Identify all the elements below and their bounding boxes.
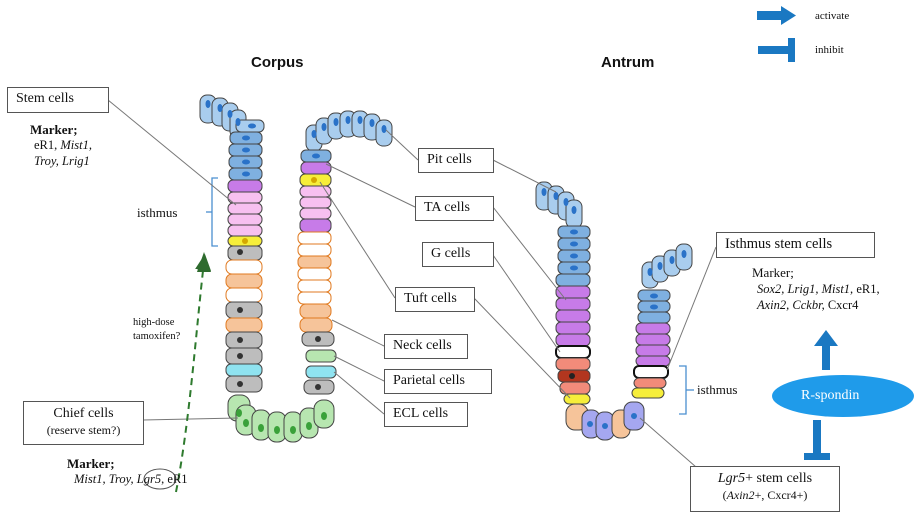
stem-marker-line1: eR1, Mist1, [34, 138, 92, 152]
lgr5-stem-cells-label: Lgr5+ stem cells (Axin2+, Cxcr4+) [690, 466, 840, 512]
chief-cells-title: Chief cells [53, 406, 114, 421]
lgr5-stem-title: Lgr5+ stem cells [717, 471, 813, 486]
lgr5-highlight-circle [143, 468, 177, 490]
pit-cells-label: Pit cells [418, 148, 494, 173]
chief-marker-title: Marker; [67, 456, 115, 471]
antrum-right-ta-cells [631, 322, 671, 399]
corpus-left-pit-cells [199, 94, 265, 181]
corpus-nuclei [205, 100, 387, 434]
lgr5-stem-subtitle: (Axin2+, Cxcr4+) [722, 488, 808, 502]
tamoxifen-label-1: high-dose [133, 317, 175, 328]
leader-lines [107, 99, 717, 475]
g-cells-label: G cells [422, 242, 494, 267]
corpus-title: Corpus [251, 54, 304, 71]
chief-marker-line: Mist1, Troy, Lgr5, eR1 [74, 472, 188, 486]
corpus-gland [199, 94, 393, 443]
corpus-left-body [225, 259, 263, 393]
activate-arrow-icon [757, 6, 796, 25]
stem-cells-label: Stem cells [7, 87, 109, 113]
stem-marker-line2: Troy, Lrig1 [34, 154, 90, 168]
legend-inhibit-label: inhibit [815, 44, 844, 56]
antrum-isthmus-bracket [679, 365, 687, 415]
antrum-title: Antrum [601, 54, 655, 71]
neck-cells-label: Neck cells [384, 334, 468, 359]
isthmus-stem-cells-label: Isthmus stem cells [716, 232, 875, 258]
rspondin-activate-arrow [814, 330, 838, 370]
antrum-gland [535, 181, 693, 441]
tamoxifen-label-2: tamoxifen? [133, 331, 181, 342]
chief-cells-label: Chief cells (reserve stem?) [23, 401, 144, 445]
antrum-left-ta-cells [555, 285, 591, 405]
inhibit-bar-icon [758, 38, 795, 62]
ecl-cells-label: ECL cells [384, 402, 468, 427]
rspondin-label: R-spondin [801, 388, 860, 403]
corpus-right-isthmus [299, 173, 332, 233]
parietal-cells-label: Parietal cells [384, 369, 492, 394]
legend-activate-label: activate [815, 10, 850, 22]
corpus-right-body [297, 231, 337, 395]
antrum-base-cells [565, 401, 645, 441]
ta-cells-label: TA cells [415, 196, 494, 221]
chief-cells-subtitle: (reserve stem?) [46, 423, 121, 437]
isthmus-marker-title: Marker; [752, 265, 794, 280]
tuft-cells-label: Tuft cells [395, 287, 475, 312]
corpus-isthmus-label: isthmus [137, 205, 178, 220]
rspondin-inhibit-bar [804, 420, 830, 460]
isthmus-marker-line1: Sox2, Lrig1, Mist1, eR1, [757, 282, 880, 296]
rspondin-ellipse [772, 375, 914, 417]
antrum-nuclei [541, 188, 687, 429]
antrum-isthmus-label: isthmus [697, 382, 738, 397]
antrum-left-pit-cells [535, 181, 591, 287]
corpus-left-isthmus [227, 179, 263, 261]
stem-marker-title: Marker; [30, 122, 78, 137]
isthmus-marker-line2: Axin2, Cckbr, Cxcr4 [757, 298, 859, 312]
tamoxifen-dashed-arrow [175, 254, 212, 493]
corpus-base-chief-cells [227, 394, 335, 443]
